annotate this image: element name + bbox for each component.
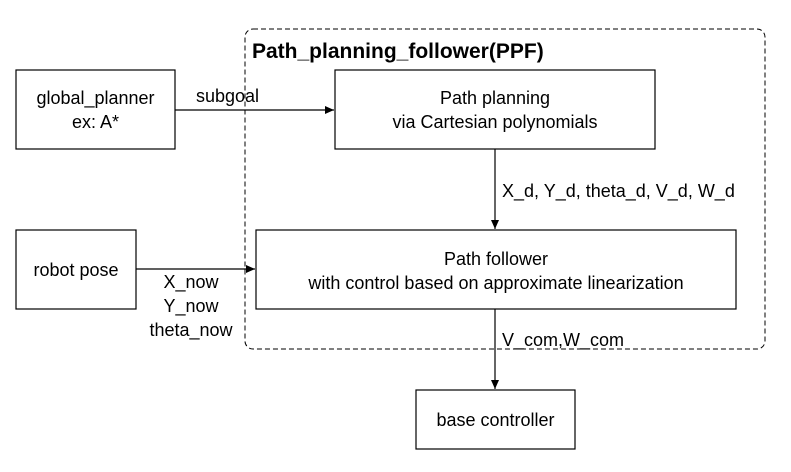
node-path-planning[interactable]: Path planning via Cartesian polynomials — [334, 69, 656, 150]
path-planning-label-line2: via Cartesian polynomials — [392, 112, 597, 132]
global-planner-box — [15, 69, 176, 150]
robot-pose-label: robot pose — [33, 260, 118, 280]
edge-planner-to-follower: X_d, Y_d, theta_d, V_d, W_d — [491, 149, 735, 229]
path-follower-label-line2: with control based on approximate linear… — [307, 273, 683, 293]
edge-follower-to-base: V_com,W_com — [491, 309, 624, 389]
edge-pose-label-line1: X_now — [163, 272, 219, 293]
edge-pose-label-line2: Y_now — [163, 296, 219, 317]
node-global-planner[interactable]: global_planner ex: A* — [15, 69, 176, 150]
node-path-follower[interactable]: Path follower with control based on appr… — [255, 229, 737, 310]
edge-subgoal: subgoal — [175, 86, 334, 114]
node-robot-pose[interactable]: robot pose — [15, 229, 137, 310]
base-controller-box — [415, 389, 576, 450]
ppf-group-title: Path_planning_follower(PPF) — [252, 40, 544, 63]
edge-subgoal-label: subgoal — [196, 86, 259, 106]
robot-pose-box — [15, 229, 137, 310]
edge-commands-label: V_com,W_com — [502, 330, 624, 351]
path-follower-label-line1: Path follower — [444, 249, 548, 269]
node-base-controller[interactable]: base controller — [415, 389, 576, 450]
path-planning-box — [334, 69, 656, 150]
global-planner-label-line1: global_planner — [36, 88, 154, 109]
global-planner-label-line2: ex: A* — [72, 112, 119, 132]
edge-pose-to-follower: X_now Y_now theta_now — [136, 265, 255, 341]
edge-planner-outputs-label: X_d, Y_d, theta_d, V_d, W_d — [502, 181, 735, 202]
path-planning-label-line1: Path planning — [440, 88, 550, 108]
edge-pose-label-line3: theta_now — [149, 320, 233, 341]
base-controller-label: base controller — [436, 410, 554, 430]
ppf-group-border — [244, 28, 766, 350]
path-follower-box — [255, 229, 737, 310]
ppf-group: Path_planning_follower(PPF) — [244, 28, 766, 350]
